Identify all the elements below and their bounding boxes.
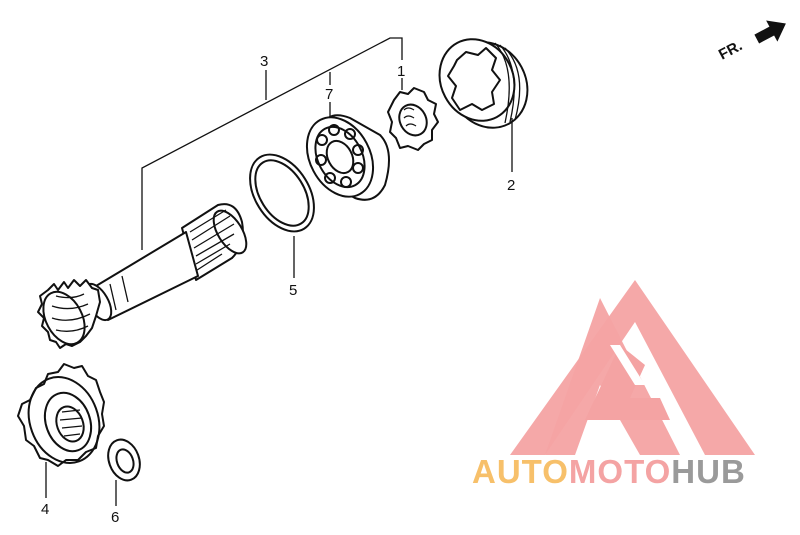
part-3-pinion-shaft	[37, 203, 248, 349]
leader-lines	[45, 37, 513, 506]
watermark-hub: HUB	[671, 453, 746, 490]
watermark-auto: AUTO	[472, 453, 569, 490]
callout-3: 3	[260, 53, 268, 70]
arrow-right-icon	[754, 20, 786, 44]
callout-5: 5	[289, 282, 297, 299]
callout-1: 1	[397, 63, 405, 80]
automotohub-logo-icon	[510, 280, 755, 455]
watermark-text: AUTOMOTOHUB	[472, 453, 746, 490]
part-2-lock-ring	[438, 38, 529, 129]
part-7-bearing	[305, 114, 390, 201]
direction-label: FR.	[716, 37, 745, 63]
callout-2: 2	[507, 177, 515, 194]
watermark-moto: MOTO	[569, 453, 671, 490]
part-5-o-ring	[249, 153, 315, 233]
callout-labels: 3 7 1 2 5 4 6	[41, 53, 515, 526]
part-4-ring-gear	[17, 363, 105, 467]
callout-7: 7	[325, 86, 333, 103]
callout-4: 4	[41, 501, 49, 518]
direction-indicator: FR.	[716, 20, 786, 64]
part-1-nut	[387, 87, 439, 151]
part-6-washer	[107, 438, 141, 482]
callout-6: 6	[111, 509, 119, 526]
